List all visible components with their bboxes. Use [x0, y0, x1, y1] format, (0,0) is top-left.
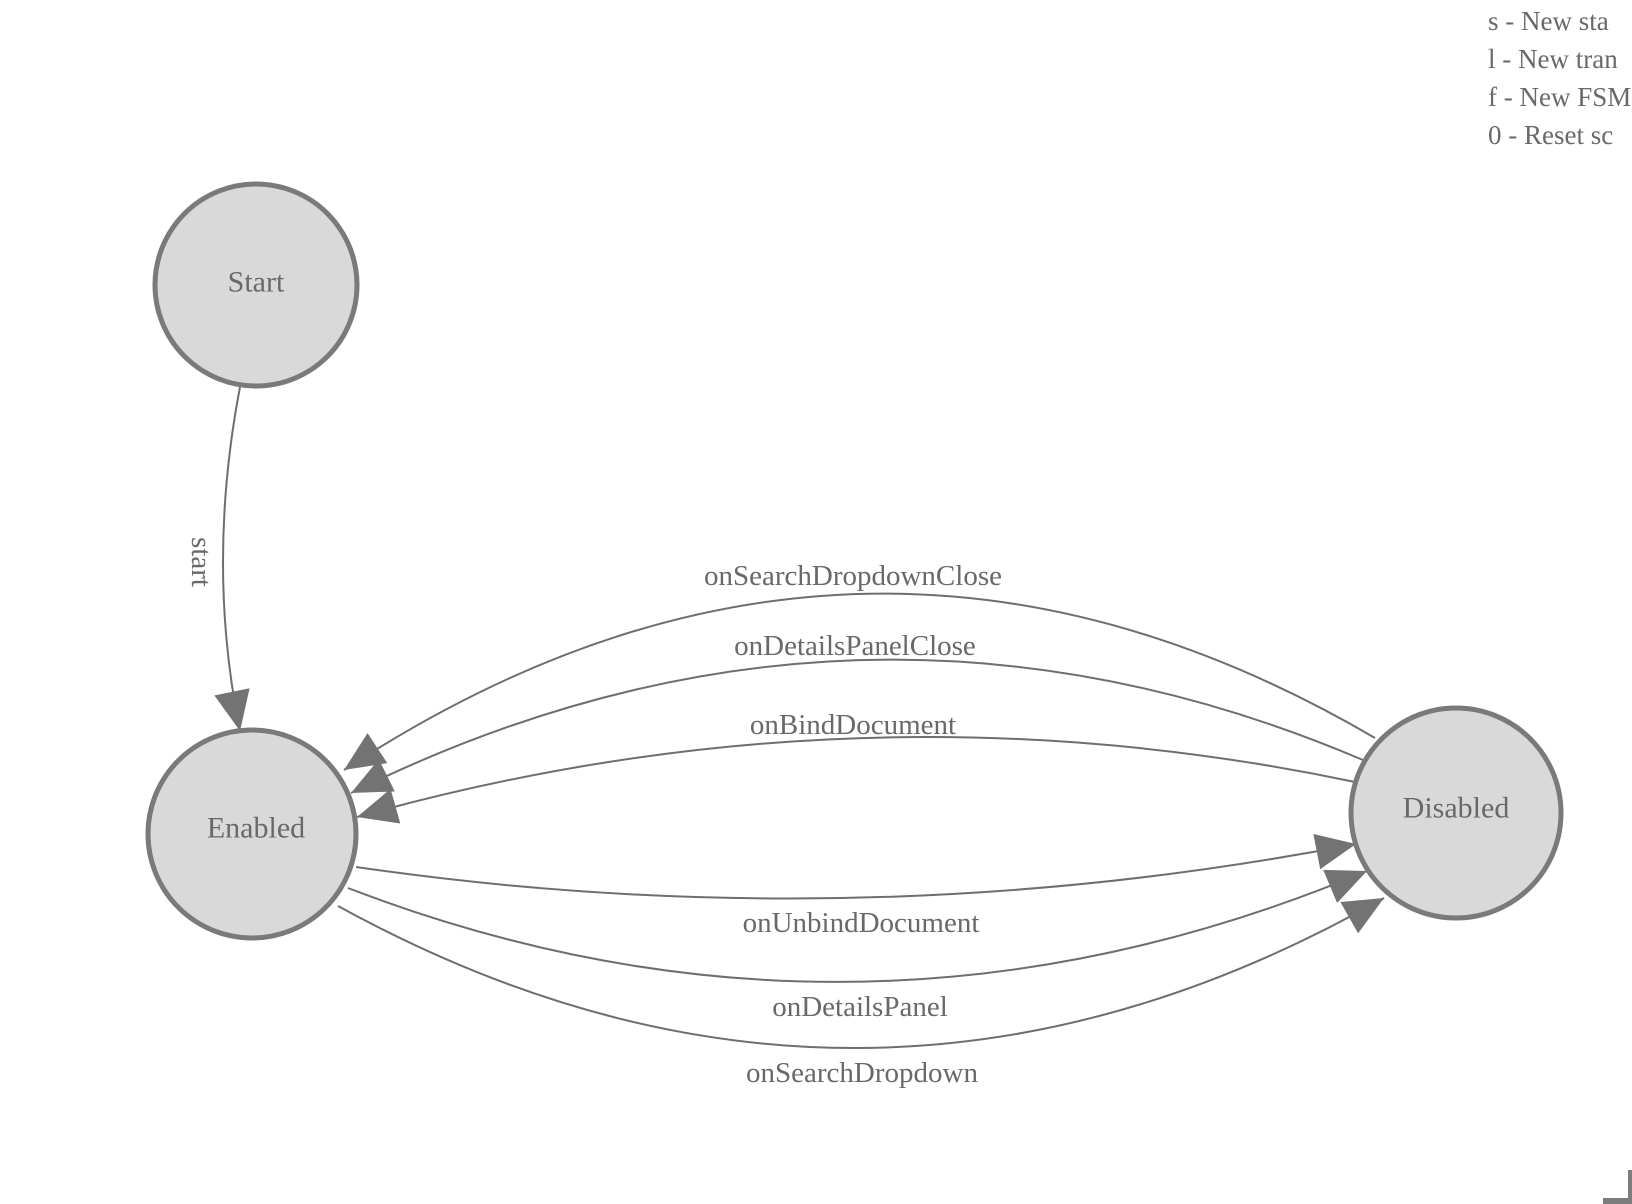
state-node-disabled-label: Disabled — [1403, 792, 1510, 825]
state-node-start[interactable] — [152, 181, 360, 389]
edge-start[interactable] — [214, 386, 250, 732]
edge-onBindDocument[interactable] — [356, 736, 1356, 824]
edge-label-start: start — [185, 537, 217, 587]
legend-line-new-transition: l - New tran — [1488, 44, 1618, 74]
edge-onSearchDropdownClose[interactable] — [343, 592, 1376, 771]
edge-label-onDetailsPanelClose: onDetailsPanelClose — [734, 630, 976, 662]
state-node-disabled[interactable] — [1348, 705, 1564, 921]
transition-edges — [214, 386, 1385, 1049]
legend-line-new-fsm: f - New FSM — [1488, 82, 1632, 112]
shortcut-legend: s - New sta l - New tran f - New FSM 0 -… — [1488, 2, 1632, 154]
state-node-enabled-label: Enabled — [207, 812, 305, 845]
edge-label-onSearchDropdownClose: onSearchDropdownClose — [704, 560, 1002, 592]
edge-onUnbindDocument[interactable] — [355, 833, 1357, 900]
edge-onDetailsPanelClose[interactable] — [350, 658, 1364, 794]
edge-label-onBindDocument: onBindDocument — [750, 709, 956, 741]
transition-labels: start onSearchDropdownClose onDetailsPan… — [185, 537, 1002, 1089]
clipped-box-corner — [1603, 1170, 1632, 1204]
edge-onSearchDropdown[interactable] — [337, 897, 1385, 1049]
state-nodes: Start Enabled Disabled — [145, 181, 1564, 941]
legend-line-new-state: s - New sta — [1488, 6, 1609, 36]
edge-onDetailsPanel[interactable] — [347, 869, 1368, 983]
edge-label-onSearchDropdown: onSearchDropdown — [746, 1057, 978, 1089]
legend-line-reset: 0 - Reset sc — [1488, 120, 1614, 150]
state-node-enabled[interactable] — [145, 727, 359, 941]
edge-label-onDetailsPanel: onDetailsPanel — [772, 991, 948, 1023]
state-node-start-label: Start — [228, 266, 285, 299]
edge-label-onUnbindDocument: onUnbindDocument — [743, 907, 980, 939]
